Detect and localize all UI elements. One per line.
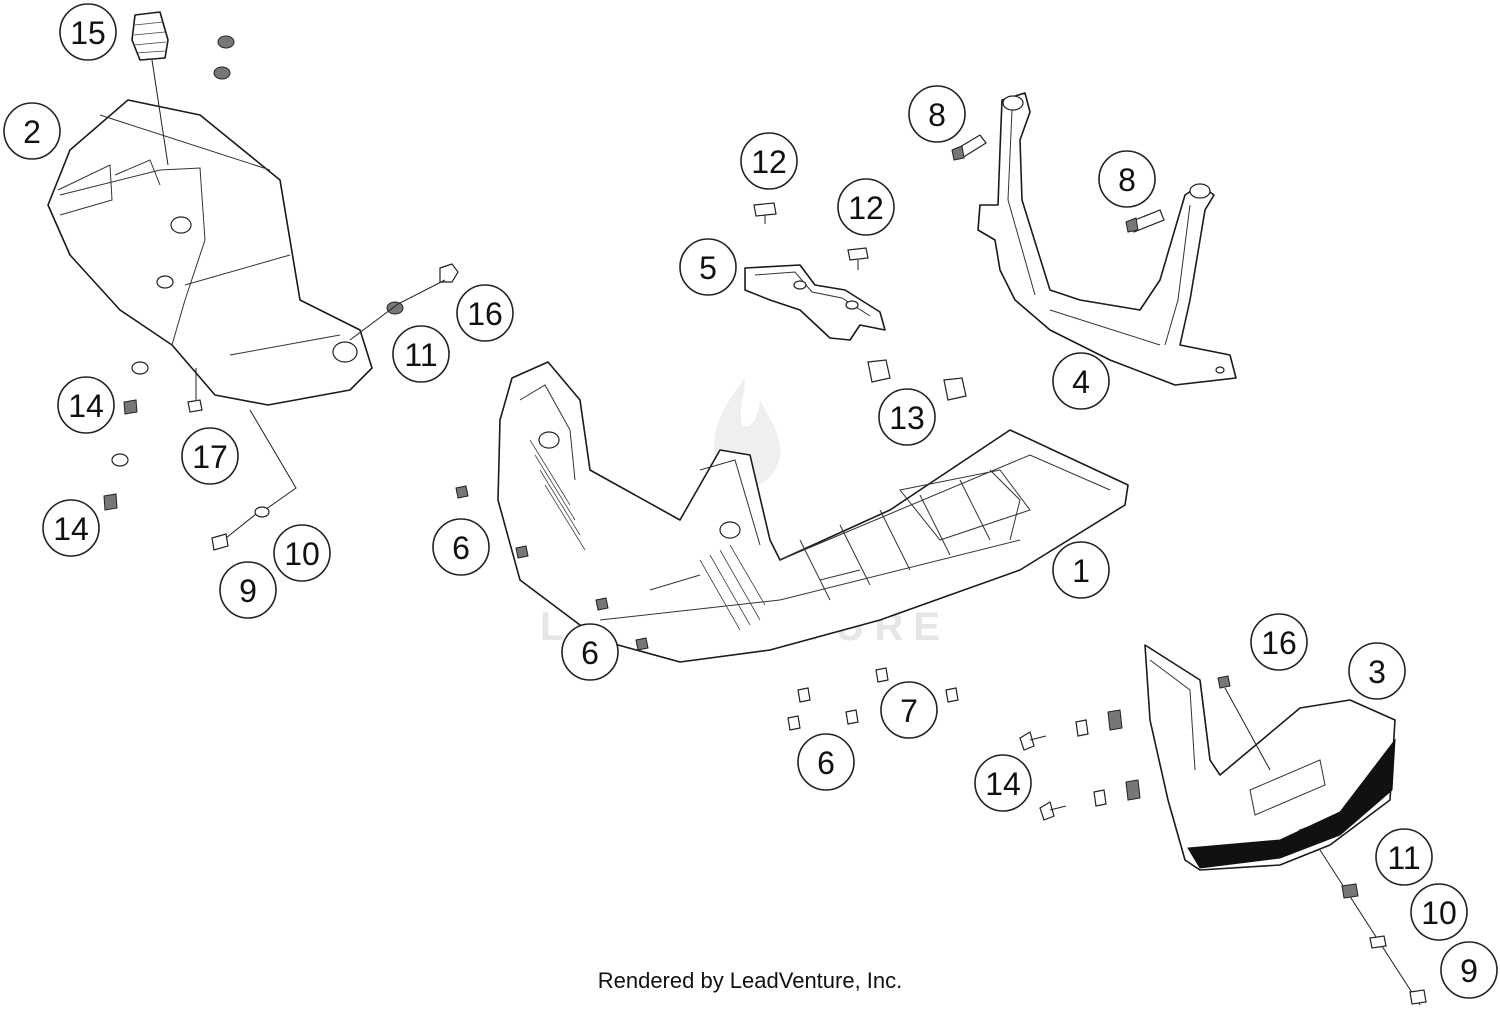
callout-label: 5 xyxy=(699,250,717,286)
callout-15: 15 xyxy=(59,3,117,61)
callout-circle xyxy=(273,524,331,582)
footer-credit: Rendered by LeadVenture, Inc. xyxy=(597,968,903,993)
callout-label: 12 xyxy=(751,144,787,180)
callout-label: 16 xyxy=(1261,625,1297,661)
callout-circle xyxy=(1348,642,1406,700)
callout-10: 10 xyxy=(1410,883,1468,941)
part-4-frame-bracket xyxy=(977,92,1237,386)
callout-circle xyxy=(57,376,115,434)
callout-circle xyxy=(740,132,798,190)
callout-12: 12 xyxy=(837,178,895,236)
callout-label: 9 xyxy=(1460,953,1478,989)
callout-6: 6 xyxy=(797,733,855,791)
part-13-mounts xyxy=(867,359,967,401)
callout-label: 3 xyxy=(1368,654,1386,690)
part-1-skid-plate xyxy=(497,361,1129,663)
callout-label: 17 xyxy=(192,439,228,475)
callout-circle xyxy=(59,3,117,61)
callout-16: 16 xyxy=(456,284,514,342)
callout-11: 11 xyxy=(1375,828,1433,886)
callout-label: 9 xyxy=(239,573,257,609)
callout-16: 16 xyxy=(1250,613,1308,671)
callout-label: 16 xyxy=(467,296,503,332)
callout-circle xyxy=(219,561,277,619)
part-3-side-guard-right xyxy=(1144,644,1396,871)
callout-6: 6 xyxy=(432,518,490,576)
callout-circle xyxy=(878,388,936,446)
callout-label: 14 xyxy=(53,511,89,547)
callout-circle xyxy=(679,238,737,296)
callout-label: 10 xyxy=(284,536,320,572)
callout-label: 8 xyxy=(1118,162,1136,198)
part-8-bolts xyxy=(951,134,1165,233)
callout-label: 1 xyxy=(1072,553,1090,589)
callout-circle xyxy=(908,85,966,143)
callout-17: 17 xyxy=(181,427,239,485)
callout-label: 14 xyxy=(985,766,1021,802)
callout-circle xyxy=(3,102,61,160)
callout-9: 9 xyxy=(219,561,277,619)
callout-circle xyxy=(1052,352,1110,410)
callout-circle xyxy=(561,623,619,681)
callout-1: 1 xyxy=(1052,541,1110,599)
hardware-6-7 xyxy=(455,485,959,731)
callout-3: 3 xyxy=(1348,642,1406,700)
callout-circle xyxy=(1052,541,1110,599)
callout-label: 14 xyxy=(68,388,104,424)
part-12-mounts xyxy=(753,202,869,270)
callout-6: 6 xyxy=(561,623,619,681)
callout-13: 13 xyxy=(878,388,936,446)
callout-label: 2 xyxy=(23,114,41,150)
callout-label: 6 xyxy=(452,530,470,566)
callout-8: 8 xyxy=(1098,150,1156,208)
callout-circle xyxy=(974,754,1032,812)
callout-circle xyxy=(392,325,450,383)
callout-label: 12 xyxy=(848,190,884,226)
hardware-11-10-9-right xyxy=(1319,849,1427,1006)
callout-label: 6 xyxy=(581,635,599,671)
callout-11: 11 xyxy=(392,325,450,383)
callout-14: 14 xyxy=(57,376,115,434)
part-5-bracket xyxy=(744,264,886,341)
callout-8: 8 xyxy=(908,85,966,143)
callout-12: 12 xyxy=(740,132,798,190)
part-2-side-guard xyxy=(47,99,373,406)
callout-14: 14 xyxy=(42,499,100,557)
callout-circle xyxy=(1098,150,1156,208)
callout-label: 11 xyxy=(404,337,437,373)
callout-4: 4 xyxy=(1052,352,1110,410)
callout-label: 15 xyxy=(70,15,106,51)
callout-label: 7 xyxy=(900,693,918,729)
hardware-left xyxy=(103,361,297,551)
callout-circle xyxy=(837,178,895,236)
callout-label: 10 xyxy=(1421,895,1457,931)
callout-label: 8 xyxy=(928,97,946,133)
callout-circle xyxy=(42,499,100,557)
callout-circle xyxy=(797,733,855,791)
callout-label: 11 xyxy=(1387,840,1420,876)
callout-circle xyxy=(1375,828,1433,886)
hardware-16-11-left xyxy=(349,263,459,341)
hardware-right xyxy=(1019,675,1271,821)
nut-set-top-left xyxy=(213,35,235,80)
callout-14: 14 xyxy=(974,754,1032,812)
callout-label: 4 xyxy=(1072,364,1090,400)
callout-label: 6 xyxy=(817,745,835,781)
callout-layer: 1521417141091116121258841316667163141110… xyxy=(3,3,1498,999)
callout-circle xyxy=(181,427,239,485)
callout-label: 13 xyxy=(889,400,925,436)
callout-circle xyxy=(1250,613,1308,671)
callout-7: 7 xyxy=(880,681,938,739)
part-15-rubber-bumper xyxy=(131,11,169,166)
callout-circle xyxy=(432,518,490,576)
callout-10: 10 xyxy=(273,524,331,582)
callout-circle xyxy=(880,681,938,739)
callout-9: 9 xyxy=(1440,941,1498,999)
callout-circle xyxy=(456,284,514,342)
callout-5: 5 xyxy=(679,238,737,296)
callout-2: 2 xyxy=(3,102,61,160)
callout-circle xyxy=(1410,883,1468,941)
callout-circle xyxy=(1440,941,1498,999)
